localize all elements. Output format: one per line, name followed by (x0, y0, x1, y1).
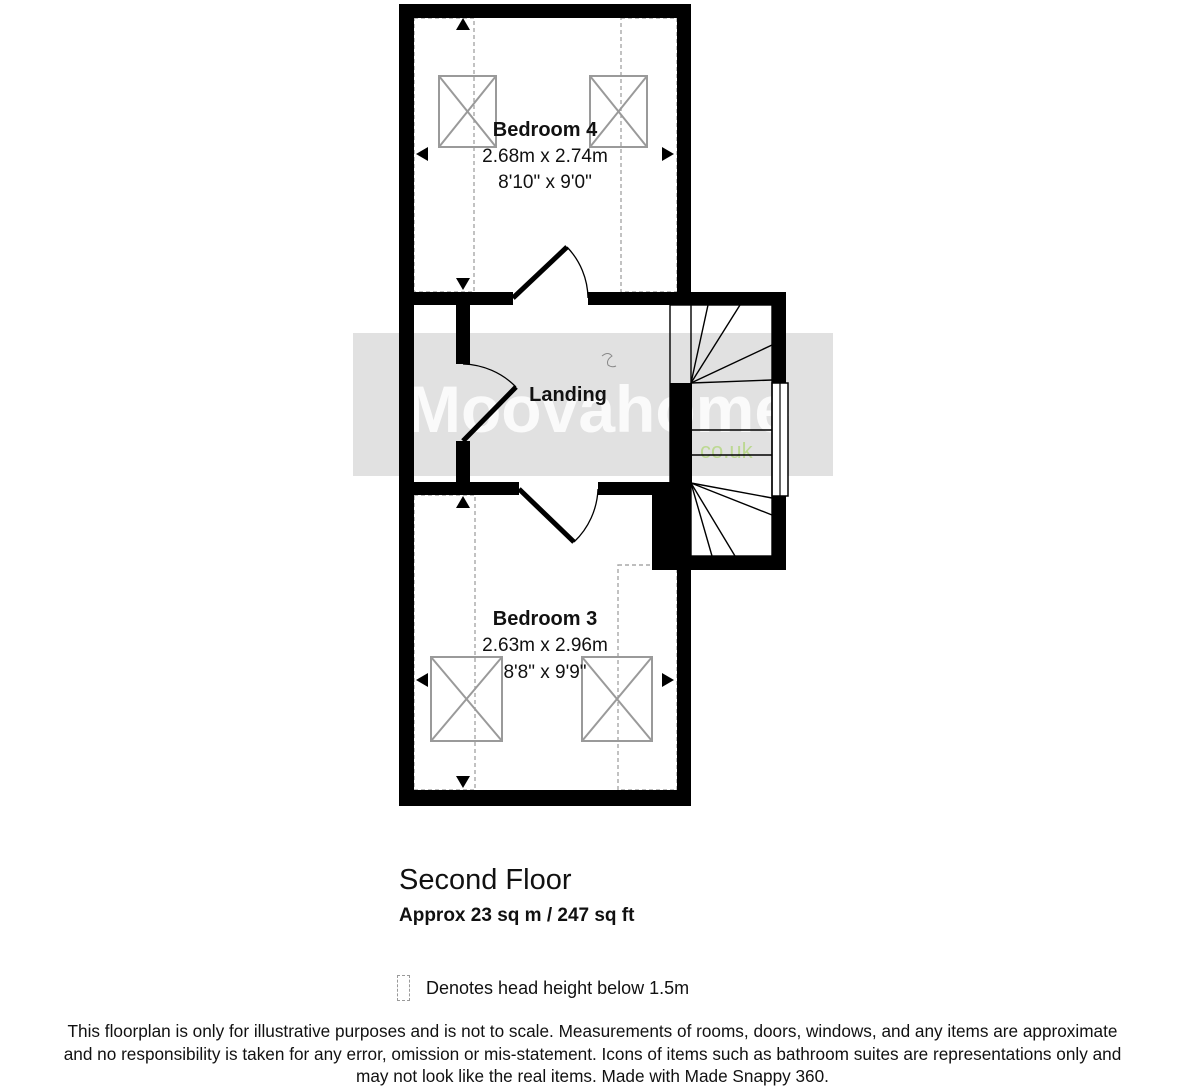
room-name-bedroom-3: Bedroom 3 (493, 608, 597, 630)
door-side-landing (461, 363, 518, 443)
floor-title: Second Floor (399, 864, 572, 896)
disclaimer: This floorplan is only for illustrative … (0, 1020, 1185, 1088)
room-name-bedroom-4: Bedroom 4 (493, 119, 598, 141)
skylight-icon (589, 75, 648, 148)
floor-plan: Moovahome co.uk (353, 4, 833, 806)
skylight-icon (581, 656, 653, 742)
skylight-icon (438, 75, 497, 148)
legend-text: Denotes head height below 1.5m (426, 977, 690, 998)
watermark-domain: co.uk (700, 438, 754, 463)
skylight-icon (430, 656, 503, 742)
door-bedroom-3 (517, 487, 599, 544)
door-bedroom-4 (511, 245, 589, 300)
room-imperial-bedroom-4: 8'10" x 9'0" (498, 172, 592, 193)
room-metric-bedroom-4: 2.68m x 2.74m (482, 146, 608, 167)
stair-window (771, 382, 789, 497)
floor-area: Approx 23 sq m / 247 sq ft (399, 905, 635, 926)
legend: Denotes head height below 1.5m (397, 975, 689, 1001)
disclaimer-line: may not look like the real items. Made w… (356, 1066, 829, 1086)
moovahome-watermark: Moovahome co.uk (353, 333, 833, 476)
ceiling-light-icon (601, 353, 617, 368)
room-name-landing: Landing (529, 384, 607, 406)
room-metric-bedroom-3: 2.63m x 2.96m (482, 635, 608, 656)
dimension-arrows-bedroom-3 (416, 496, 674, 788)
staircase (669, 304, 773, 557)
disclaimer-line: and no responsibility is taken for any e… (63, 1043, 1122, 1064)
room-imperial-bedroom-3: 8'8" x 9'9" (503, 662, 586, 683)
dimension-arrows-bedroom-4 (416, 18, 674, 290)
dashed-box-icon (397, 975, 410, 1001)
disclaimer-line: This floorplan is only for illustrative … (67, 1021, 1118, 1041)
